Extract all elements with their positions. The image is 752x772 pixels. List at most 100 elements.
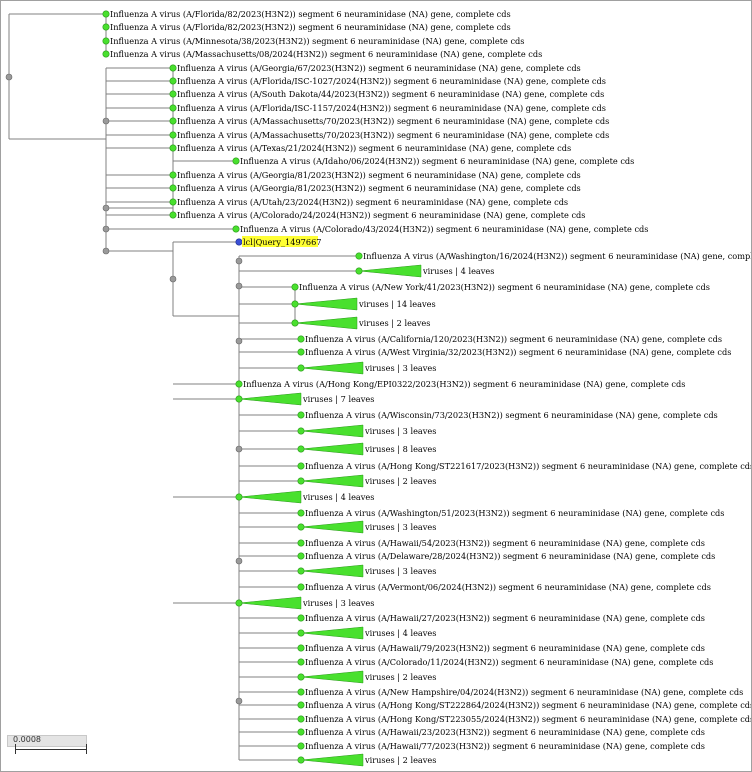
internal-node-marker — [235, 282, 243, 290]
collapsed-clade-label: viruses | 3 leaves — [364, 566, 436, 576]
leaf-label: Influenza A virus (A/Wisconsin/73/2023(H… — [305, 410, 718, 420]
collapsed-clade-label: viruses | 7 leaves — [302, 394, 374, 404]
leaf-node-marker — [297, 411, 305, 419]
leaf-label: Influenza A virus (A/Colorado/24/2024(H3… — [177, 210, 586, 220]
leaf-label: Influenza A virus (A/Massachusetts/08/20… — [110, 49, 542, 59]
leaf-node-marker — [235, 380, 243, 388]
leaf-label: Influenza A virus (A/Hawaii/79/2023(H3N2… — [305, 643, 705, 653]
internal-node-marker — [5, 73, 13, 81]
leaf-label: Influenza A virus (A/Texas/21/2024(H3N2)… — [177, 143, 571, 153]
leaf-label: Influenza A virus (A/Delaware/28/2024(H3… — [305, 551, 715, 561]
leaf-node-marker — [297, 462, 305, 470]
leaf-label: Influenza A virus (A/Hawaii/54/2023(H3N2… — [305, 538, 705, 548]
leaf-node-marker — [169, 171, 177, 179]
leaf-node-marker — [297, 427, 305, 435]
leaf-label: Influenza A virus (A/Florida/82/2023(H3N… — [110, 22, 511, 32]
collapsed-clade-triangle — [300, 424, 364, 438]
leaf-label: Influenza A virus (A/Florida/ISC-1027/20… — [177, 76, 606, 86]
leaf-label: Influenza A virus (A/Idaho/06/2024(H3N2)… — [240, 156, 634, 166]
collapsed-clade-label: viruses | 14 leaves — [358, 299, 436, 309]
leaf-label: Influenza A virus (A/Minnesota/38/2023(H… — [110, 36, 524, 46]
internal-node-marker — [102, 225, 110, 233]
leaf-node-marker — [297, 701, 305, 709]
leaf-node-marker — [169, 117, 177, 125]
tree-labels: Influenza A virus (A/Florida/82/2023(H3N… — [110, 9, 751, 765]
internal-node-marker — [102, 247, 110, 255]
leaf-node-marker — [297, 644, 305, 652]
leaf-node-marker — [169, 64, 177, 72]
leaf-node-marker — [297, 509, 305, 517]
scale-bar-background — [7, 735, 87, 747]
leaf-node-marker — [291, 283, 299, 291]
collapsed-clade-label: viruses | 4 leaves — [302, 492, 374, 502]
leaf-node-marker — [169, 144, 177, 152]
scale-bar: 0.0008 — [7, 735, 89, 757]
leaf-node-marker — [297, 673, 305, 681]
leaf-label: Influenza A virus (A/Washington/16/2024(… — [363, 251, 751, 261]
leaf-label: Influenza A virus (A/Hong Kong/ST223055/… — [305, 714, 751, 724]
leaf-node-marker — [235, 599, 243, 607]
leaf-label: Influenza A virus (A/South Dakota/44/202… — [177, 89, 604, 99]
leaf-node-marker — [355, 267, 363, 275]
leaf-label: Influenza A virus (A/Georgia/81/2023(H3N… — [177, 183, 581, 193]
leaf-label: Influenza A virus (A/Hawaii/77/2023(H3N2… — [305, 741, 705, 751]
leaf-node-marker — [291, 300, 299, 308]
leaf-node-marker — [297, 335, 305, 343]
leaf-node-marker — [297, 364, 305, 372]
scale-bar-line — [15, 749, 87, 750]
leaf-node-marker — [297, 523, 305, 531]
query-highlight — [242, 236, 318, 247]
scale-bar-label: 0.0008 — [13, 735, 41, 744]
internal-node-marker — [235, 445, 243, 453]
internal-node-marker — [235, 697, 243, 705]
scale-bar-tick-right — [86, 744, 87, 754]
leaf-label: Influenza A virus (A/West Virginia/32/20… — [305, 347, 731, 357]
leaf-label: Influenza A virus (A/Hong Kong/ST222864/… — [305, 700, 751, 710]
leaf-node-marker — [169, 131, 177, 139]
leaf-node-marker — [291, 319, 299, 327]
leaf-node-marker — [232, 157, 240, 165]
leaf-label: Influenza A virus (A/Vermont/06/2024(H3N… — [305, 582, 711, 592]
leaf-label: Influenza A virus (A/Utah/23/2024(H3N2))… — [177, 197, 568, 207]
leaf-node-marker — [235, 493, 243, 501]
leaf-label: Influenza A virus (A/Florida/82/2023(H3N… — [110, 9, 511, 19]
leaf-node-marker — [232, 225, 240, 233]
internal-node-marker — [235, 337, 243, 345]
collapsed-clade-triangle — [300, 442, 364, 456]
leaf-node-marker — [355, 252, 363, 260]
leaf-label: Influenza A virus (A/Georgia/81/2023(H3N… — [177, 170, 581, 180]
collapsed-clade-triangle — [300, 753, 364, 767]
leaf-label: Influenza A virus (A/Massachusetts/70/20… — [177, 116, 609, 126]
leaf-label: Influenza A virus (A/Hong Kong/EPI0322/2… — [243, 379, 685, 389]
leaf-node-marker — [297, 477, 305, 485]
leaf-label: Influenza A virus (A/Massachusetts/70/20… — [177, 130, 609, 140]
leaf-node-marker — [297, 539, 305, 547]
leaf-node-marker — [235, 395, 243, 403]
query-label: lcl|Query_1497667 — [243, 237, 322, 247]
leaf-node-marker — [297, 688, 305, 696]
collapsed-clade-triangle — [294, 297, 358, 311]
leaf-node-marker — [169, 198, 177, 206]
collapsed-clade-label: viruses | 2 leaves — [364, 755, 436, 765]
internal-node-marker — [102, 204, 110, 212]
collapsed-clade-label: viruses | 2 leaves — [364, 476, 436, 486]
leaf-node-marker — [297, 728, 305, 736]
leaf-node-marker — [297, 552, 305, 560]
leaf-node-marker — [169, 104, 177, 112]
leaf-node-marker — [297, 567, 305, 575]
collapsed-clade-triangle — [238, 490, 302, 504]
leaf-node-marker — [169, 211, 177, 219]
leaf-node-marker — [297, 583, 305, 591]
leaf-label: Influenza A virus (A/California/120/2023… — [305, 334, 722, 344]
internal-node-marker — [235, 557, 243, 565]
leaf-node-marker — [102, 23, 110, 31]
collapsed-clade-triangle — [300, 520, 364, 534]
leaf-node-marker — [169, 184, 177, 192]
collapsed-clade-label: viruses | 4 leaves — [422, 266, 494, 276]
collapsed-clade-label: viruses | 3 leaves — [364, 426, 436, 436]
collapsed-clade-label: viruses | 3 leaves — [302, 598, 374, 608]
leaf-label: Influenza A virus (A/Georgia/67/2023(H3N… — [177, 63, 581, 73]
leaf-node-marker — [102, 37, 110, 45]
collapsed-clade-triangle — [300, 670, 364, 684]
